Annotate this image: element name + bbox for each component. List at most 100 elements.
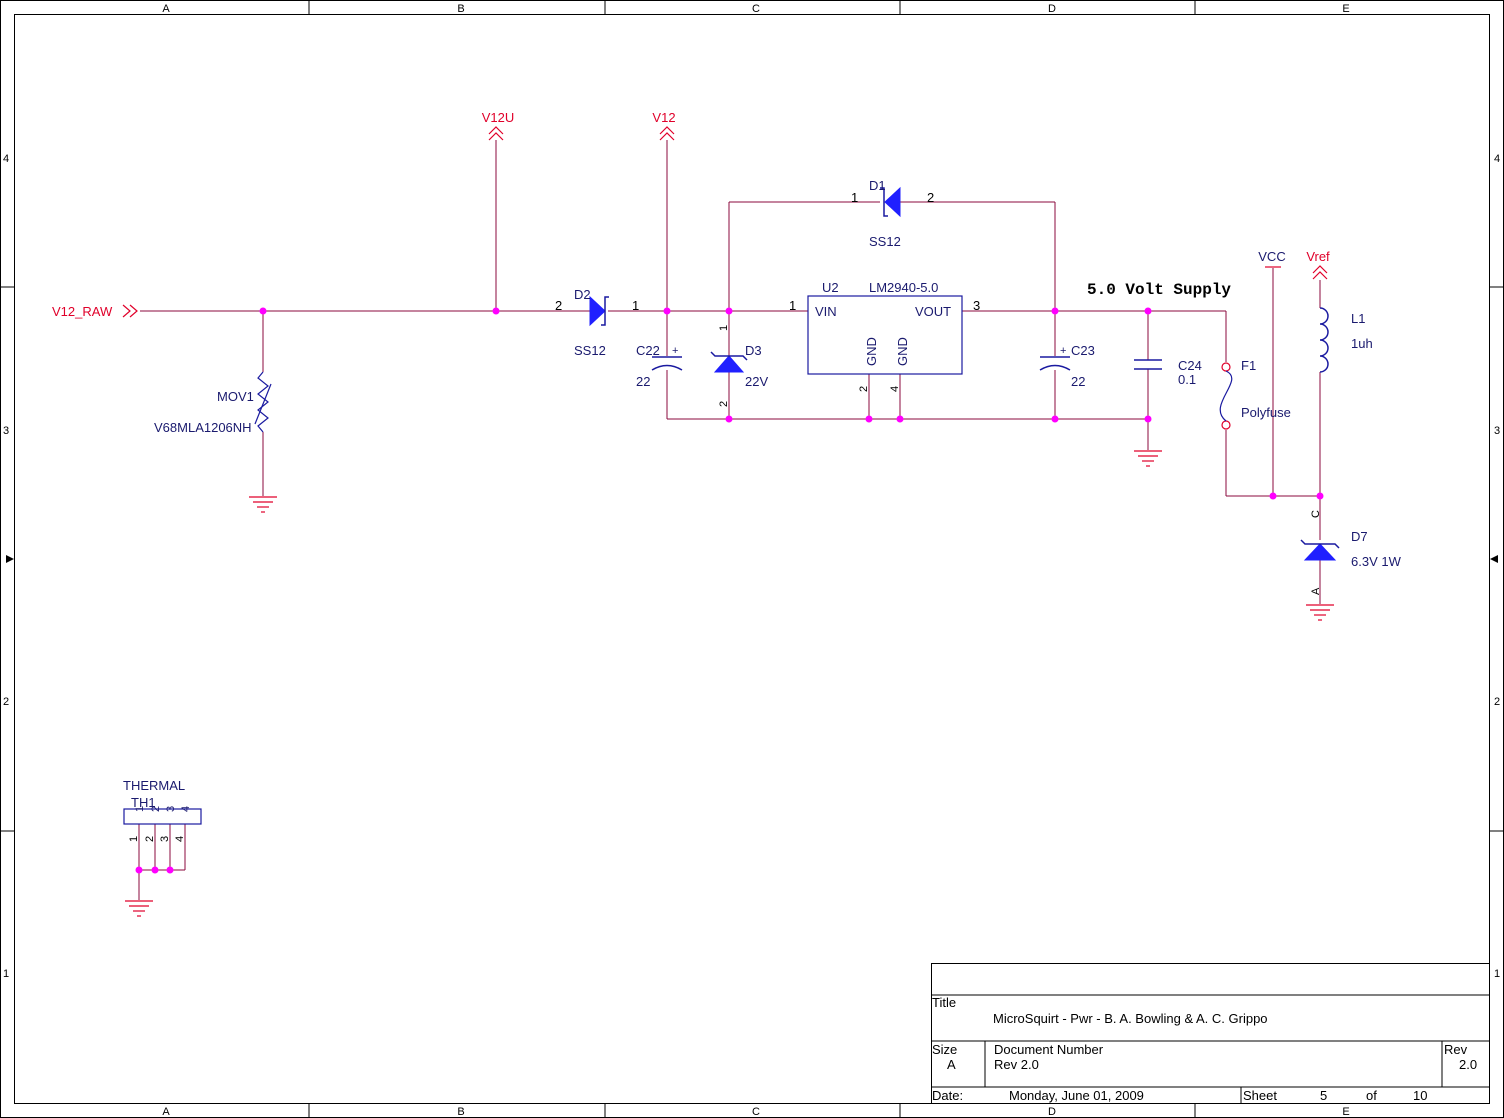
d1-pin-1: 1 bbox=[851, 190, 858, 205]
row-label-3-left: 3 bbox=[3, 425, 9, 437]
c23-polarity: + bbox=[1060, 345, 1066, 357]
c23-electrolytic-capacitor[interactable] bbox=[1039, 356, 1071, 371]
junction-dot bbox=[725, 415, 733, 423]
sheet-of-label: of bbox=[1366, 1088, 1377, 1103]
d3-zener-diode[interactable] bbox=[710, 351, 748, 373]
junction-dot bbox=[151, 866, 159, 874]
d2-ref: D2 bbox=[574, 287, 591, 302]
center-mark-left bbox=[6, 555, 14, 563]
row-label-4-right: 4 bbox=[1494, 153, 1500, 165]
th1-pin-4: 4 bbox=[174, 836, 186, 842]
d7-value: 6.3V 1W bbox=[1351, 554, 1402, 569]
junction-dot bbox=[1144, 307, 1152, 315]
d1-ref: D1 bbox=[869, 178, 886, 193]
junction-dot bbox=[725, 307, 733, 315]
c23-ref: C23 bbox=[1071, 343, 1095, 358]
d7-ref: D7 bbox=[1351, 529, 1368, 544]
sheet-number: 5 bbox=[1320, 1088, 1327, 1103]
d1-pin-2: 2 bbox=[927, 190, 934, 205]
net-v12u-arrow[interactable] bbox=[488, 126, 504, 141]
c24-capacitor[interactable] bbox=[1134, 359, 1162, 370]
title-block bbox=[931, 963, 1490, 1104]
ground-symbol-mov1 bbox=[249, 496, 277, 513]
th1-pin-1: 1 bbox=[128, 836, 140, 842]
junctions bbox=[135, 307, 1324, 874]
junction-dot bbox=[135, 866, 143, 874]
c22-electrolytic-capacitor[interactable] bbox=[651, 356, 683, 371]
f1-polyfuse[interactable] bbox=[1219, 362, 1233, 430]
col-label-d-top: D bbox=[1048, 3, 1056, 15]
c24-ref: C24 bbox=[1178, 358, 1202, 373]
u2-regulator[interactable] bbox=[807, 295, 963, 375]
net-v12-raw-port[interactable] bbox=[122, 304, 138, 318]
net-label-vcc: VCC bbox=[1258, 249, 1285, 264]
th1-pin-2: 2 bbox=[144, 836, 156, 842]
th1-thermal-pad[interactable] bbox=[123, 808, 202, 825]
f1-ref: F1 bbox=[1241, 358, 1256, 373]
size-value: A bbox=[947, 1057, 956, 1072]
d3-value: 22V bbox=[745, 374, 768, 389]
th1-pad-number-4: 4 bbox=[180, 806, 192, 812]
mov1-ref: MOV1 bbox=[217, 389, 254, 404]
net-vref-arrow[interactable] bbox=[1312, 265, 1328, 280]
ground-symbol-c24 bbox=[1134, 450, 1162, 467]
sheet-label: Sheet bbox=[1243, 1088, 1277, 1103]
net-label-vref: Vref bbox=[1306, 249, 1330, 264]
l1-inductor[interactable] bbox=[1319, 307, 1329, 373]
u2-pin-3-number: 3 bbox=[973, 298, 980, 313]
d3-ref: D3 bbox=[745, 343, 762, 358]
ground-symbol-th1 bbox=[125, 900, 153, 917]
col-label-a-top: A bbox=[162, 3, 170, 15]
mov1-value: V68MLA1206NH bbox=[154, 420, 252, 435]
col-label-c-top: C bbox=[752, 3, 760, 15]
d2-pin-cathode: 1 bbox=[632, 298, 639, 313]
th1-ref: TH1 bbox=[131, 795, 156, 810]
c23-value: 22 bbox=[1071, 374, 1085, 389]
col-label-e-top: E bbox=[1342, 3, 1349, 15]
rev-label: Rev bbox=[1444, 1042, 1468, 1057]
wires bbox=[138, 140, 1321, 900]
c22-ref: C22 bbox=[636, 343, 660, 358]
d3-pin-1: 1 bbox=[718, 325, 730, 331]
junction-dot bbox=[1316, 492, 1324, 500]
th1-pin-3: 3 bbox=[159, 836, 171, 842]
mov1-varistor-symbol[interactable] bbox=[254, 371, 272, 433]
u2-ref: U2 bbox=[822, 280, 839, 295]
col-label-b-top: B bbox=[457, 3, 464, 15]
col-label-a-bottom: A bbox=[162, 1106, 170, 1118]
u2-pin-vin-label: VIN bbox=[815, 304, 837, 319]
rev-value: 2.0 bbox=[1459, 1057, 1477, 1072]
junction-dot bbox=[1051, 307, 1059, 315]
junction-dot bbox=[896, 415, 904, 423]
net-label-v12: V12 bbox=[652, 110, 675, 125]
center-mark-right bbox=[1490, 555, 1498, 563]
d2-value: SS12 bbox=[574, 343, 606, 358]
u2-pin-2-number: 2 bbox=[858, 386, 870, 392]
col-label-b-bottom: B bbox=[457, 1106, 464, 1118]
d2-schottky-diode[interactable] bbox=[589, 295, 609, 327]
d3-pin-2: 2 bbox=[718, 401, 730, 407]
row-label-1-left: 1 bbox=[3, 968, 9, 980]
net-v12-arrow[interactable] bbox=[659, 126, 675, 141]
row-label-1-right: 1 bbox=[1494, 968, 1500, 980]
l1-value: 1uh bbox=[1351, 336, 1373, 351]
junction-dot bbox=[865, 415, 873, 423]
row-label-4-left: 4 bbox=[3, 153, 9, 165]
c24-value: 0.1 bbox=[1178, 372, 1196, 387]
d1-value: SS12 bbox=[869, 234, 901, 249]
d1-schottky-diode[interactable] bbox=[880, 186, 901, 218]
u2-pin-gnd2-label: GND bbox=[895, 337, 910, 366]
junction-dot bbox=[1144, 415, 1152, 423]
row-label-2-left: 2 bbox=[3, 696, 9, 708]
th1-pad-number-2: 2 bbox=[150, 806, 162, 812]
f1-value: Polyfuse bbox=[1241, 405, 1291, 420]
u2-pin-4-number: 4 bbox=[889, 386, 901, 392]
u2-value: LM2940-5.0 bbox=[869, 280, 938, 295]
d7-zener-diode[interactable] bbox=[1300, 539, 1340, 561]
title-label: Title bbox=[932, 995, 956, 1010]
l1-ref: L1 bbox=[1351, 311, 1365, 326]
row-label-2-right: 2 bbox=[1494, 696, 1500, 708]
docnum-label: Document Number bbox=[994, 1042, 1104, 1057]
net-label-v12u: V12U bbox=[482, 110, 515, 125]
